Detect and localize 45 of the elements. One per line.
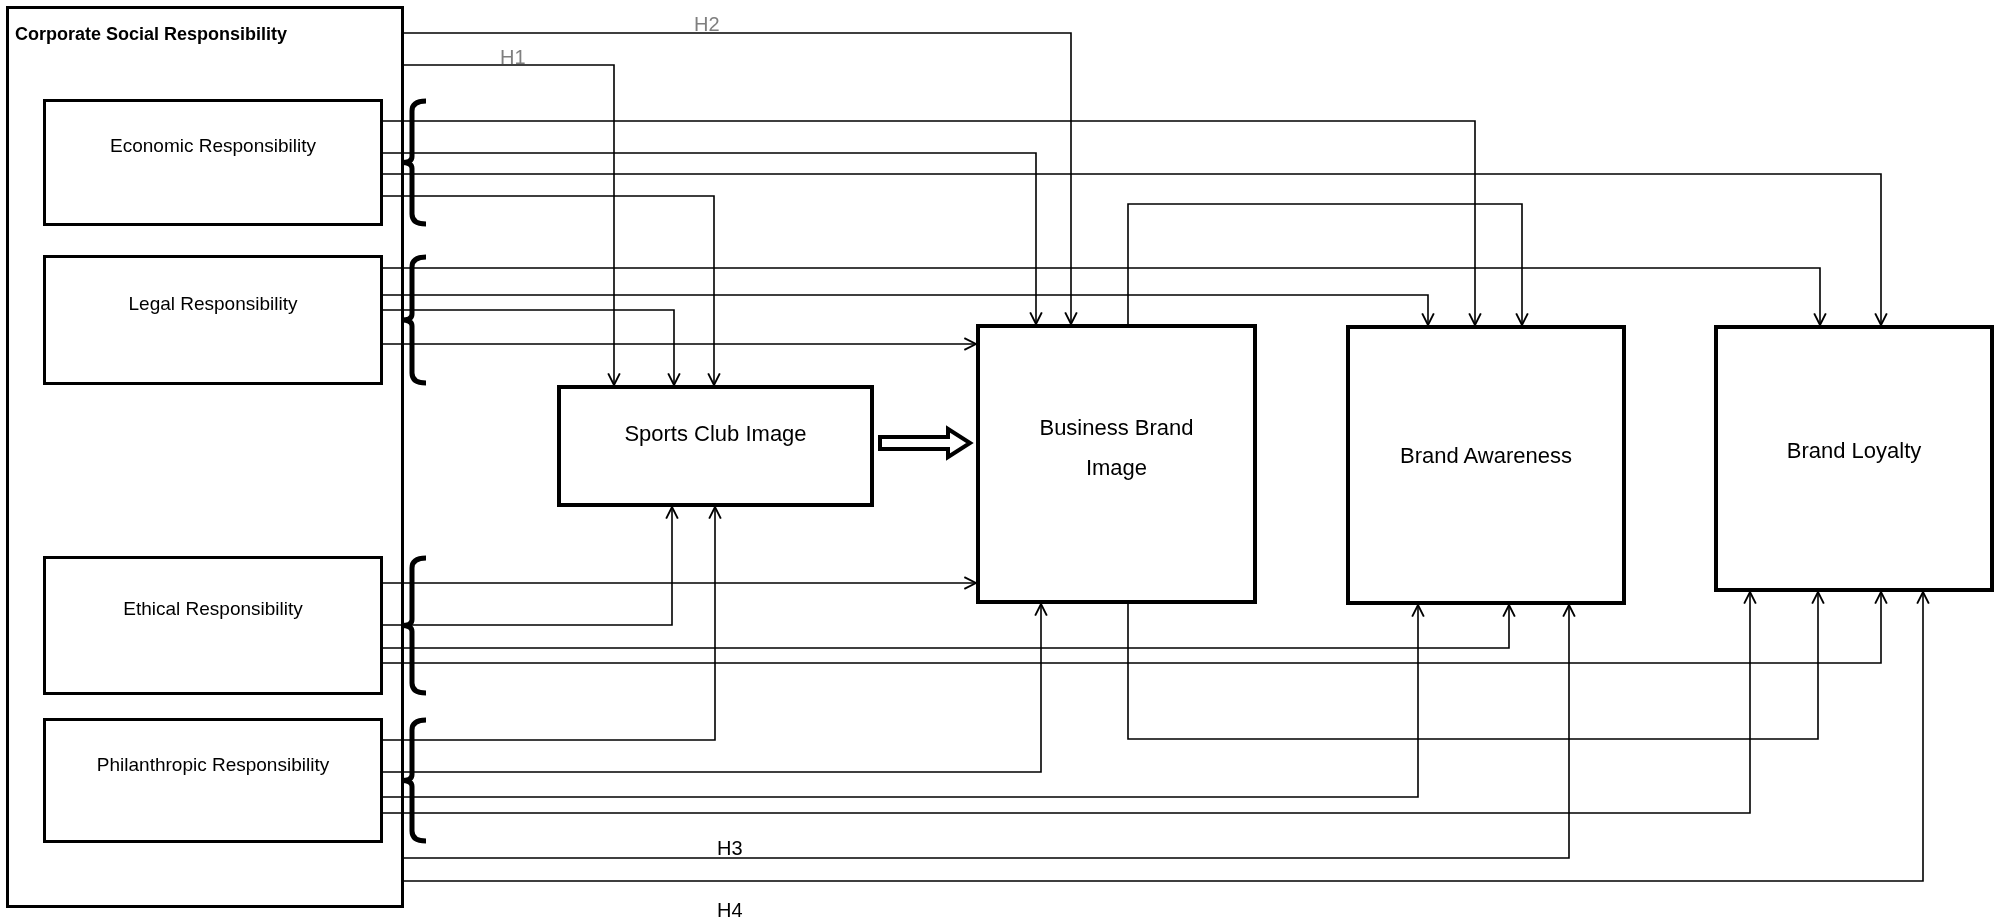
box [1346,325,1626,605]
node-label: Brand Awareness [1398,442,1573,470]
arrow [382,195,721,386]
arrow [382,603,1048,773]
arrow [382,294,1435,326]
arrow [382,120,1482,326]
arrow [382,506,679,626]
box [43,718,383,843]
node-label: Philanthropic Responsibility [95,753,331,777]
arrow [1127,591,1825,740]
arrow [403,604,1576,859]
box [43,556,383,695]
arrow [382,604,1425,798]
arrow [1127,203,1529,326]
arrow [403,591,1930,882]
node-label: Business Brand Image [1038,414,1195,482]
box [557,385,874,507]
arrow [382,267,1827,326]
edge-label: H3 [717,836,743,861]
node-label: Legal Responsibility [127,292,299,316]
box [1714,325,1994,592]
arrow [382,591,1888,664]
arrow [382,591,1757,814]
arrow [382,152,1043,325]
arrow [382,576,977,590]
box [6,6,404,908]
arrow [382,337,977,351]
arrow [403,32,1078,325]
node-label: Ethical Responsibility [122,597,304,621]
edge-label: H4 [717,898,743,922]
hollow-arrow [878,425,974,461]
box [43,255,383,385]
arrow [382,604,1516,649]
arrow [403,64,621,386]
arrow [382,506,722,741]
node-label: Brand Loyalty [1785,437,1923,465]
node-label: Economic Responsibility [109,134,317,158]
arrow [382,173,1888,326]
box [43,99,383,226]
edge-label: H2 [694,12,720,37]
node-label: Corporate Social Responsibility [15,23,288,46]
box [976,324,1257,604]
node-label: Sports Club Image [623,420,808,448]
arrow [382,309,681,386]
edge-label: H1 [500,45,526,70]
